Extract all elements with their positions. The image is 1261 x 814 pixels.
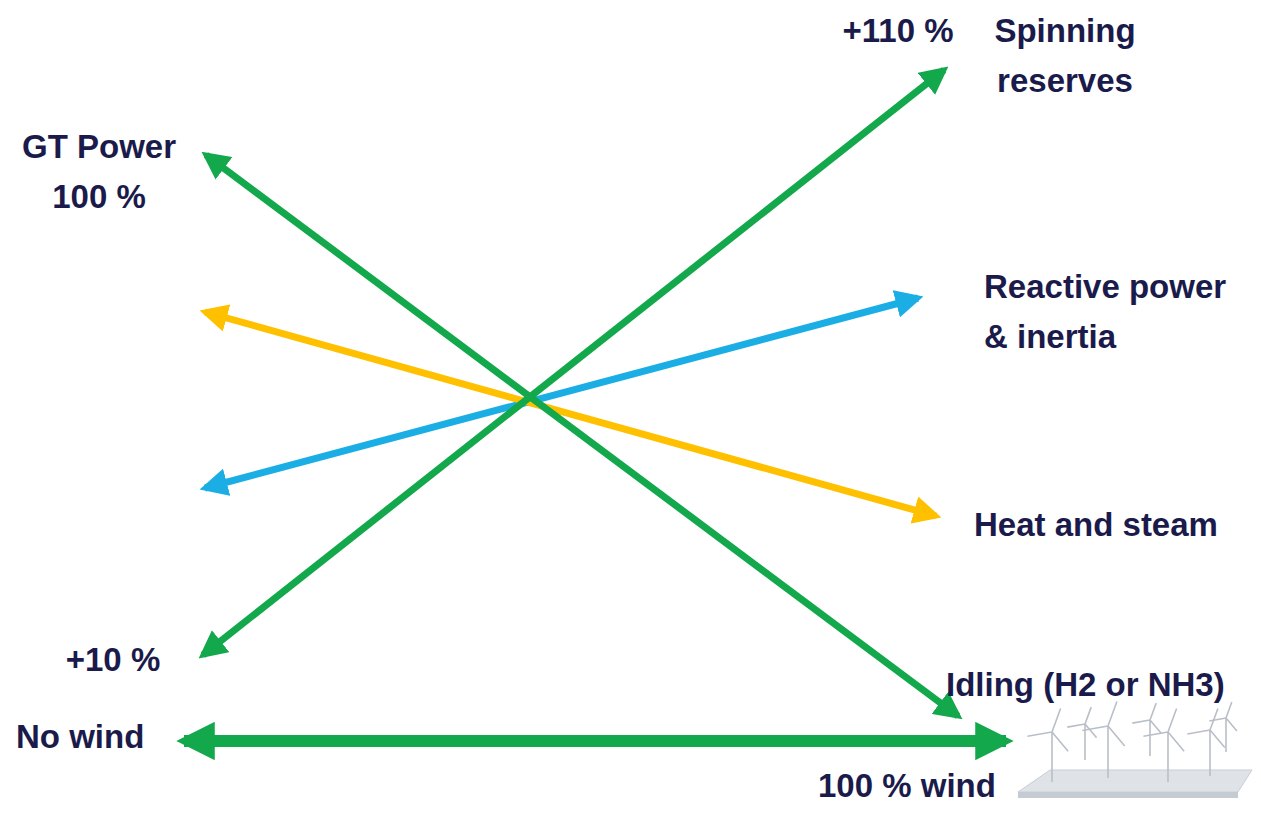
reactive-arrow: [205, 298, 918, 488]
axis-label: Reactive power & inertia: [984, 262, 1246, 361]
axis-label: Spinning reserves: [972, 6, 1158, 105]
axis-label: GT Power 100 %: [4, 122, 194, 221]
wind-turbine: [1209, 702, 1237, 752]
axis-label: No wind: [16, 712, 186, 762]
axis-label: Idling (H2 or NH3): [946, 660, 1256, 710]
value-label: +10 %: [48, 635, 178, 685]
axis-label: 100 % wind: [818, 761, 1018, 811]
gt-power-arrow: [206, 155, 958, 716]
reserves-arrow: [203, 70, 944, 655]
value-label: +110 %: [838, 6, 958, 56]
wind-axis-arrow: [184, 735, 1006, 747]
wind-turbine: [1132, 703, 1161, 756]
wind-farm-illustration: [1018, 702, 1252, 798]
axis-label: Heat and steam: [974, 500, 1254, 550]
wind-turbine: [1027, 709, 1068, 783]
wind-turbine: [1067, 707, 1096, 760]
heat-arrow: [205, 312, 936, 516]
